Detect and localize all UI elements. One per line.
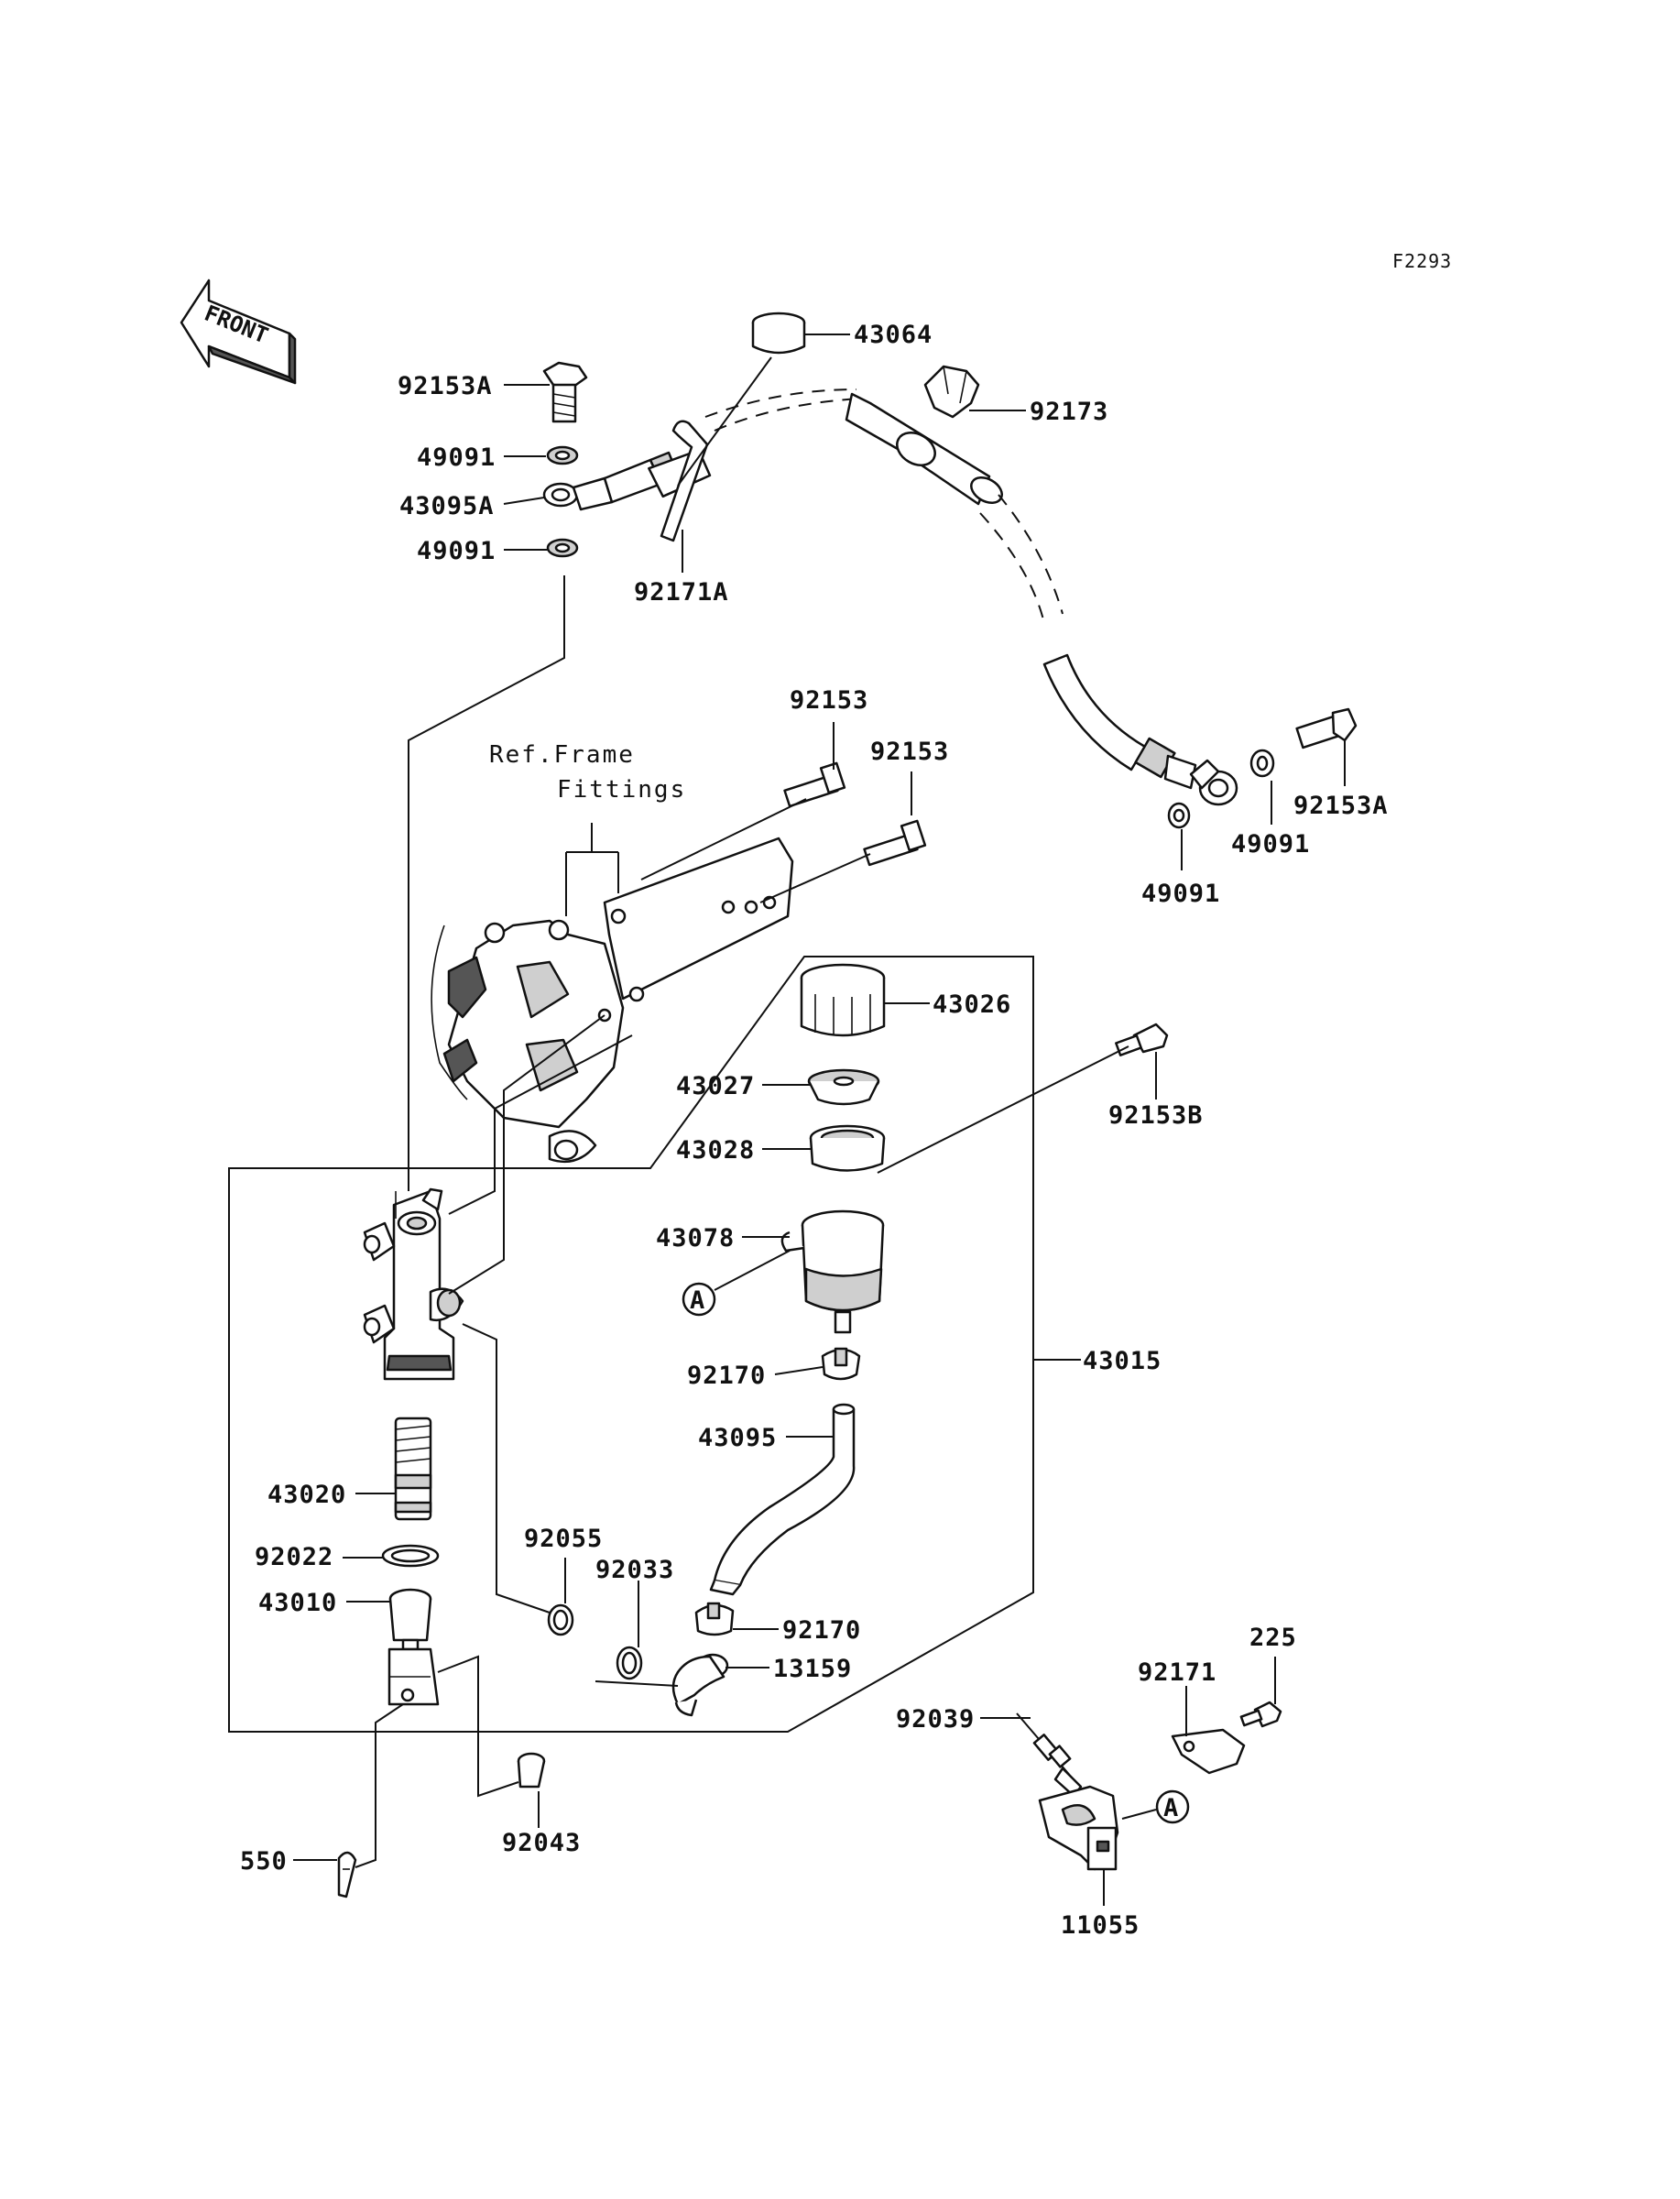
callout-43028: 43028 bbox=[676, 1136, 755, 1165]
callout-43020: 43020 bbox=[267, 1481, 346, 1509]
diaphragm-plate-43027 bbox=[807, 1068, 880, 1106]
reservoir-hose-43095 bbox=[709, 1403, 856, 1596]
marker-a-text: A bbox=[690, 1286, 705, 1315]
bolt-92153-a bbox=[783, 761, 846, 808]
callout-43010: 43010 bbox=[258, 1589, 337, 1617]
push-rod-43010 bbox=[387, 1588, 440, 1706]
ref-note-line-1: Ref.Frame bbox=[489, 741, 635, 769]
ref-note-line-2: Fittings bbox=[557, 776, 686, 804]
callout-550: 550 bbox=[240, 1847, 288, 1876]
callout-43027: 43027 bbox=[676, 1072, 755, 1100]
frame-bracket bbox=[431, 837, 794, 1164]
banjo-fitting-right bbox=[1189, 759, 1238, 806]
pin-92043 bbox=[517, 1752, 546, 1789]
callout-13159: 13159 bbox=[773, 1655, 852, 1683]
leader-lines bbox=[293, 334, 1346, 1906]
callout-92153: 92153 bbox=[790, 686, 868, 715]
hose-fitting-13159 bbox=[671, 1653, 729, 1717]
callout-92043: 92043 bbox=[502, 1829, 581, 1857]
bracket-11055 bbox=[1038, 1785, 1119, 1871]
callout-92033: 92033 bbox=[595, 1556, 674, 1584]
marker-a-reservoir: A bbox=[682, 1282, 716, 1317]
callout-92153B: 92153B bbox=[1108, 1101, 1204, 1130]
clamp-92171 bbox=[1171, 1728, 1246, 1775]
callout-225: 225 bbox=[1249, 1624, 1297, 1652]
assembly-43015-outline bbox=[228, 956, 1034, 1733]
callout-49091: 49091 bbox=[1141, 880, 1220, 908]
callout-92153A: 92153A bbox=[1293, 792, 1389, 820]
callout-92173: 92173 bbox=[1030, 398, 1108, 426]
callout-43078: 43078 bbox=[656, 1224, 735, 1253]
cotter-pin-550 bbox=[337, 1851, 357, 1898]
front-arrow: FRONT bbox=[180, 279, 297, 385]
callout-49091: 49091 bbox=[1231, 830, 1310, 859]
banjo-bolt-top bbox=[542, 361, 588, 423]
marker-a-bracket: A bbox=[1155, 1789, 1190, 1824]
callout-92022: 92022 bbox=[255, 1543, 333, 1571]
callout-43095A: 43095A bbox=[399, 492, 495, 520]
figure-code: F2293 bbox=[1392, 250, 1452, 272]
cap-43064 bbox=[751, 312, 806, 355]
callout-43015: 43015 bbox=[1083, 1347, 1162, 1375]
banjo-bolt-right bbox=[1295, 707, 1358, 749]
hose-clamp-92170-b bbox=[694, 1602, 735, 1636]
bolt-92153B bbox=[1115, 1023, 1169, 1056]
clamp-92173 bbox=[923, 365, 980, 419]
callout-92170: 92170 bbox=[687, 1362, 766, 1390]
switch-92039 bbox=[1016, 1712, 1083, 1798]
callout-49091: 49091 bbox=[417, 443, 496, 472]
callout-92171A: 92171A bbox=[634, 578, 729, 607]
callout-49091: 49091 bbox=[417, 537, 496, 565]
callout-43026: 43026 bbox=[933, 990, 1011, 1019]
screw-225 bbox=[1239, 1701, 1282, 1728]
callout-92039: 92039 bbox=[896, 1705, 975, 1734]
master-cylinder-body bbox=[363, 1187, 464, 1381]
callout-92171: 92171 bbox=[1138, 1658, 1216, 1687]
callout-92055: 92055 bbox=[524, 1525, 603, 1553]
diaphragm-43028 bbox=[809, 1124, 886, 1172]
callout-92170: 92170 bbox=[782, 1616, 861, 1645]
clamp-92171A bbox=[660, 420, 709, 542]
callout-43095: 43095 bbox=[698, 1424, 777, 1452]
marker-a-text: A bbox=[1163, 1794, 1179, 1822]
reservoir-43078 bbox=[780, 1209, 885, 1334]
callout-11055: 11055 bbox=[1061, 1911, 1140, 1940]
callout-92153A: 92153A bbox=[398, 372, 493, 400]
reservoir-cap-43026 bbox=[800, 963, 886, 1037]
piston-43020 bbox=[394, 1417, 432, 1521]
bolt-92153-b bbox=[863, 819, 927, 867]
hose-clamp-92170-a bbox=[821, 1347, 861, 1381]
callout-43064: 43064 bbox=[854, 321, 933, 349]
clutch-hose bbox=[648, 388, 1197, 790]
callout-92153: 92153 bbox=[870, 738, 949, 766]
